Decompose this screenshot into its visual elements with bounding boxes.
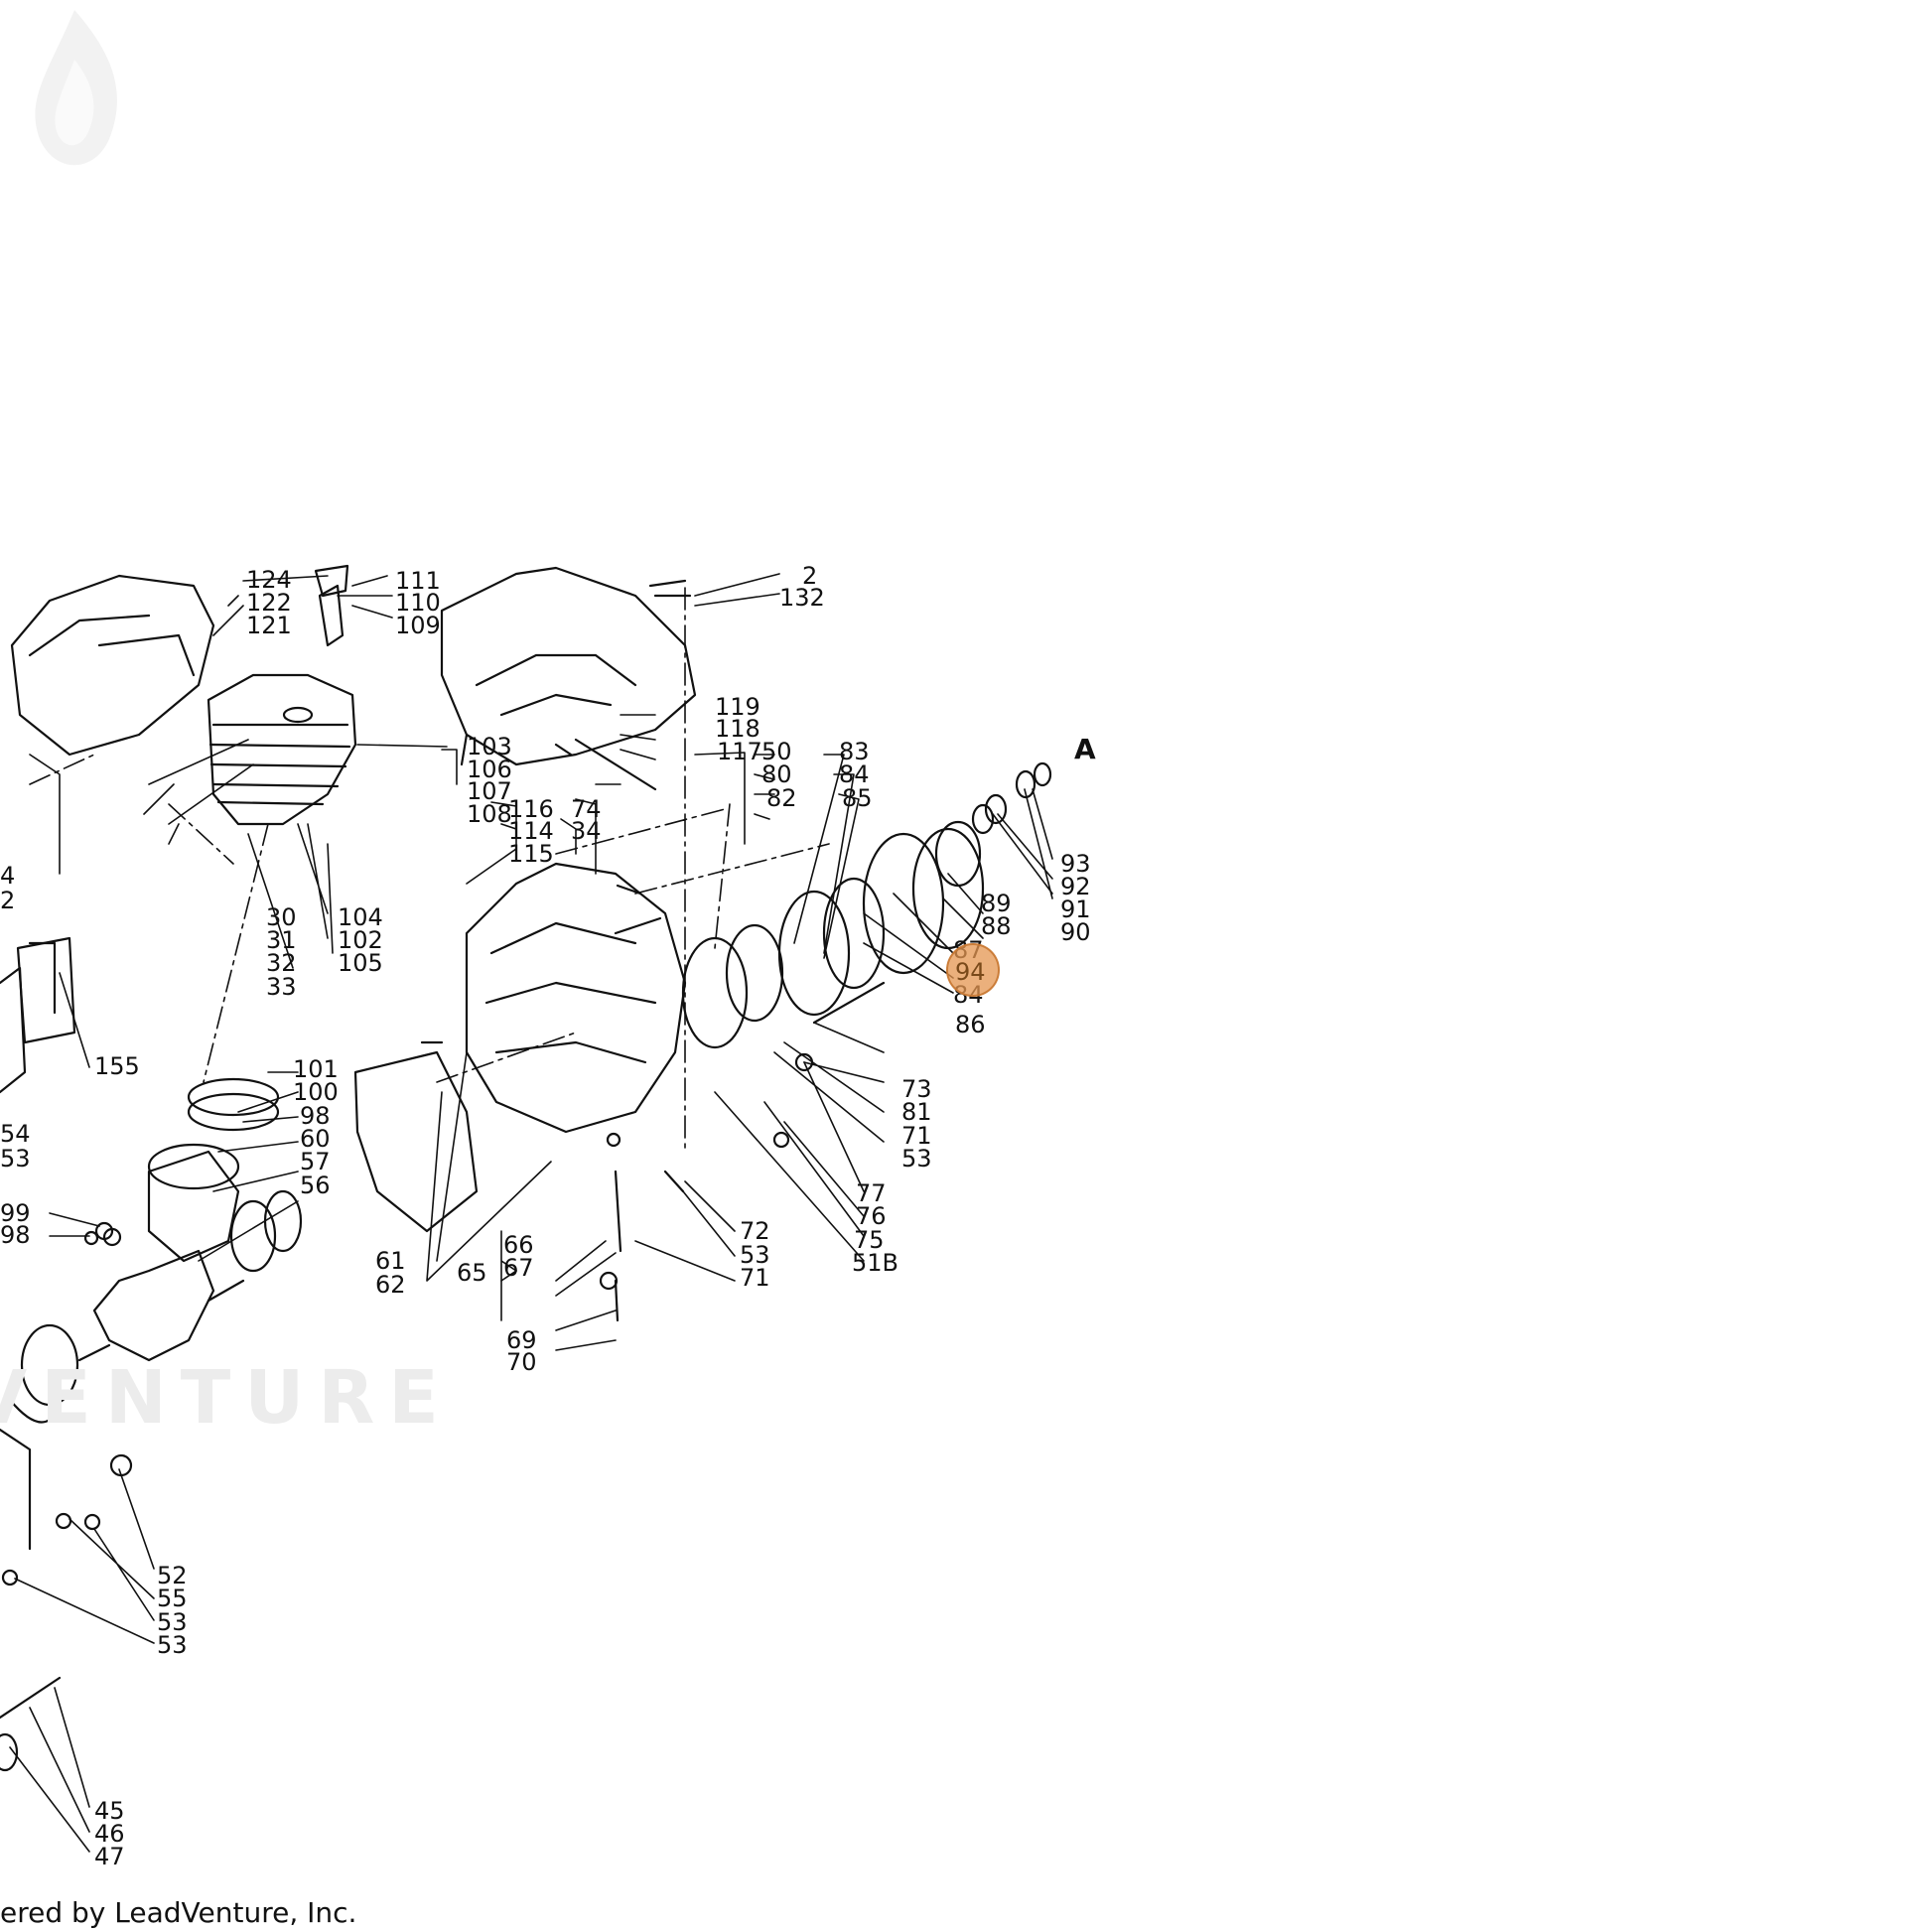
part-label[interactable]: 111	[395, 567, 441, 595]
part-label[interactable]: 45	[94, 1797, 125, 1825]
part-label[interactable]: 94	[955, 958, 986, 986]
part-label[interactable]: 54	[0, 1120, 31, 1148]
part-label[interactable]: 77	[856, 1179, 887, 1207]
part-label[interactable]: 102	[338, 926, 383, 954]
part-label[interactable]: 74	[571, 795, 602, 823]
part-label[interactable]: 93	[1060, 850, 1091, 878]
part-label[interactable]: 65	[457, 1259, 487, 1287]
part-label[interactable]: 80	[761, 760, 792, 788]
part-label[interactable]: 62	[375, 1271, 406, 1299]
part-label[interactable]: 71	[740, 1264, 770, 1292]
part-label[interactable]: 105	[338, 949, 383, 977]
part-label[interactable]: 107	[467, 777, 512, 805]
part-label[interactable]: 84	[839, 760, 870, 788]
footer-credit: ered by LeadVenture, Inc.	[0, 1896, 357, 1929]
part-label[interactable]: 82	[766, 784, 797, 812]
part-label[interactable]: 100	[293, 1078, 339, 1106]
flywheel-shape	[681, 936, 749, 1049]
part-label[interactable]: 132	[779, 584, 825, 612]
part-label[interactable]: 55	[157, 1585, 188, 1612]
part-label[interactable]: 70	[506, 1348, 537, 1376]
part-label[interactable]: 91	[1060, 896, 1091, 923]
part-label[interactable]: 51B	[852, 1249, 899, 1277]
part-label[interactable]: 31	[266, 926, 297, 954]
piston-shape	[147, 1150, 240, 1263]
part-label[interactable]: 53	[901, 1145, 932, 1173]
part-label[interactable]: 155	[94, 1052, 140, 1080]
part-label[interactable]: 4	[0, 862, 16, 890]
part-label[interactable]: 122	[246, 589, 292, 617]
top-cover-shape	[440, 566, 697, 766]
part-label[interactable]: 115	[508, 840, 554, 868]
piston-ring-shape	[187, 1077, 280, 1117]
part-label[interactable]: 69	[506, 1326, 537, 1354]
part-label[interactable]: 104	[338, 903, 383, 931]
part-label[interactable]: 57	[300, 1148, 331, 1175]
part-label[interactable]: 108	[467, 800, 512, 828]
part-hotspot-94[interactable]	[946, 943, 1000, 997]
part-label[interactable]: 34	[571, 817, 602, 845]
part-label[interactable]: 117	[717, 738, 762, 765]
part-label[interactable]: 110	[395, 589, 441, 617]
part-label[interactable]: 86	[955, 1011, 986, 1038]
callout-letter: A	[1074, 733, 1096, 765]
part-label[interactable]: 73	[901, 1075, 932, 1103]
watermark-logo-icon	[35, 10, 117, 166]
part-label[interactable]: 53	[157, 1631, 188, 1659]
watermark-text: VENTURE	[0, 1355, 453, 1441]
part-label[interactable]: 103	[467, 733, 512, 760]
part-label[interactable]: 101	[293, 1055, 339, 1083]
part-label[interactable]: 89	[981, 890, 1012, 917]
part-label[interactable]: 88	[981, 912, 1012, 940]
gasket-shape	[353, 1050, 479, 1233]
part-label[interactable]: 118	[715, 715, 760, 743]
part-label[interactable]: 114	[508, 817, 554, 845]
part-label[interactable]: 56	[300, 1172, 331, 1199]
part-label[interactable]: 124	[246, 566, 292, 594]
part-label[interactable]: 75	[854, 1226, 885, 1254]
muffler-shape	[10, 574, 215, 757]
part-label[interactable]: 99	[0, 1199, 31, 1227]
part-label[interactable]: 60	[300, 1125, 331, 1153]
part-label[interactable]: 2	[802, 562, 818, 590]
part-label[interactable]: 32	[266, 949, 297, 977]
part-label[interactable]: 66	[503, 1231, 534, 1259]
part-label[interactable]: 67	[503, 1254, 534, 1282]
part-label[interactable]: 90	[1060, 918, 1091, 946]
cylinder-shape	[207, 673, 357, 826]
part-label[interactable]: 71	[901, 1122, 932, 1150]
part-label[interactable]: 53	[740, 1241, 770, 1269]
part-label[interactable]: 98	[0, 1221, 31, 1249]
part-label[interactable]: 83	[839, 738, 870, 765]
part-label[interactable]: 98	[300, 1102, 331, 1130]
part-label[interactable]: 85	[842, 784, 873, 812]
part-label[interactable]: 2	[0, 887, 16, 914]
part-label[interactable]: 53	[0, 1145, 31, 1173]
part-label[interactable]: 119	[715, 693, 760, 721]
crankcase-shape	[465, 862, 687, 1134]
part-label[interactable]: 92	[1060, 873, 1091, 900]
part-label[interactable]: 47	[94, 1843, 125, 1870]
part-label[interactable]: 61	[375, 1247, 406, 1275]
part-label[interactable]: 109	[395, 612, 441, 639]
part-label[interactable]: 81	[901, 1098, 932, 1126]
part-label[interactable]: 30	[266, 903, 297, 931]
part-label[interactable]: 76	[856, 1202, 887, 1230]
part-label[interactable]: 121	[246, 612, 292, 639]
part-label[interactable]: 72	[740, 1217, 770, 1245]
part-label[interactable]: 116	[508, 795, 554, 823]
part-label[interactable]: 33	[266, 973, 297, 1001]
part-label[interactable]: 53	[157, 1608, 188, 1636]
part-label[interactable]: 52	[157, 1562, 188, 1589]
part-label[interactable]: 106	[467, 756, 512, 783]
part-label[interactable]: 46	[94, 1820, 125, 1848]
crankshaft-shape	[92, 1249, 215, 1362]
part-label[interactable]: 50	[761, 738, 792, 765]
